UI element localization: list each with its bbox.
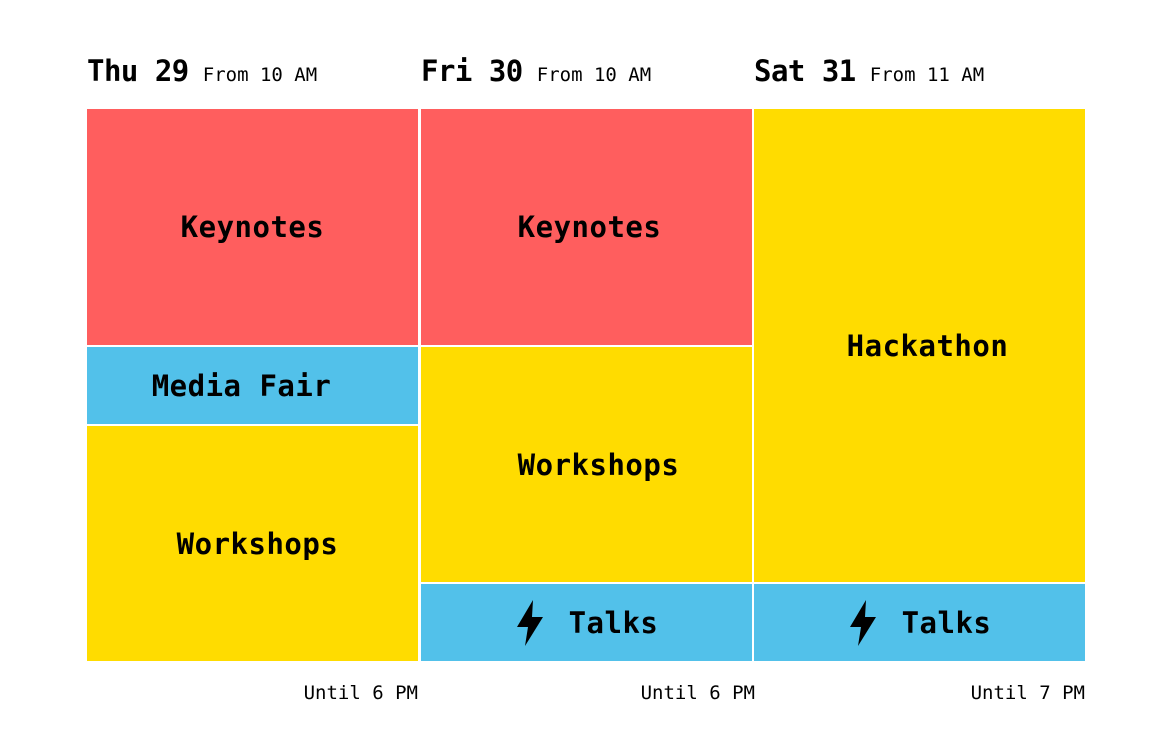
block-workshops-fri[interactable]: Workshops — [421, 347, 752, 582]
block-label: Talks — [568, 605, 659, 640]
block-label: Media Fair — [151, 368, 332, 403]
day-start-time: From 10 AM — [202, 64, 318, 86]
lightning-bolt-icon — [848, 599, 878, 646]
lightning-bolt-icon — [515, 599, 545, 646]
block-label: Keynotes — [180, 210, 325, 244]
block-talks-fri[interactable]: Talks — [421, 584, 752, 661]
block-talks-sat[interactable]: Talks — [754, 584, 1085, 661]
day-start-time: From 11 AM — [869, 64, 985, 86]
block-label: Hackathon — [846, 328, 1009, 363]
day-name: Thu 29 — [87, 54, 189, 88]
block-label: Talks — [901, 605, 992, 640]
block-workshops-thu[interactable]: Workshops — [87, 426, 418, 661]
block-hackathon-sat[interactable]: Hackathon — [754, 109, 1085, 582]
block-keynotes-fri[interactable]: Keynotes — [421, 109, 752, 345]
day-end-time-thu: Until 6 PM — [303, 682, 418, 704]
day-name: Fri 30 — [421, 54, 523, 88]
block-label: Workshops — [176, 526, 339, 561]
block-label: Keynotes — [517, 210, 662, 244]
day-end-time-fri: Until 6 PM — [640, 682, 755, 704]
day-header-thu: Thu 29 From 10 AM — [87, 54, 317, 94]
block-keynotes-thu[interactable]: Keynotes — [87, 109, 418, 345]
day-header-fri: Fri 30 From 10 AM — [421, 54, 651, 94]
day-header-sat: Sat 31 From 11 AM — [754, 54, 984, 94]
day-start-time: From 10 AM — [536, 64, 652, 86]
block-media-fair-thu[interactable]: Media Fair — [87, 347, 418, 424]
block-label: Workshops — [517, 447, 680, 482]
day-end-time-sat: Until 7 PM — [970, 682, 1085, 704]
day-name: Sat 31 — [754, 54, 856, 88]
